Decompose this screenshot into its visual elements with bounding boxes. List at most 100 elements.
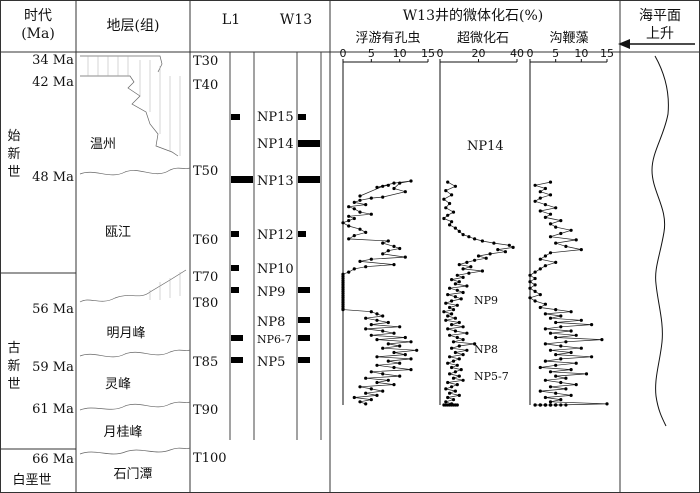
data-point [453,226,457,230]
data-point [341,291,345,296]
data-point [364,376,368,380]
data-point [533,283,537,287]
data-point [543,203,548,207]
data-point [341,283,345,287]
data-point [369,370,373,374]
data-point [444,318,448,322]
svg-text:始: 始 [7,129,20,144]
data-point [579,318,583,322]
w13-marker [298,357,310,363]
data-point [543,312,548,316]
data-point [453,295,457,299]
data-point [446,293,450,297]
data-point [559,231,563,236]
data-point [554,374,558,378]
data-point [538,257,542,261]
data-point [548,251,553,255]
zone-np10: NP10 [257,262,294,277]
data-point [554,320,558,325]
data-point [469,265,473,269]
data-point [451,340,456,344]
data-point [533,199,537,203]
data-point [381,184,385,188]
panel-tick-label: 10 [393,47,407,60]
panel-tick-label: 0 [437,47,444,60]
data-point [484,256,488,260]
panel-title-dino: 沟鞭藻 [549,31,588,46]
data-point [559,380,563,385]
age-48: 48 Ma [32,170,74,185]
data-point [386,342,390,346]
data-point [543,186,548,191]
age-42: 42 Ma [32,75,74,90]
data-point [569,393,573,397]
data-point [507,243,511,247]
formation-shimentan: 石门潭 [113,467,152,482]
age-66: 66 Ma [32,452,74,467]
nanno-label-np9: NP9 [474,294,498,307]
data-point [574,333,578,337]
horizon-t50: T50 [193,164,218,179]
data-point [533,276,537,281]
data-point [492,241,496,245]
data-point [369,387,373,391]
data-point [455,335,459,340]
series-line [342,180,417,405]
data-point [461,338,465,342]
data-point [450,403,454,407]
age-59: 59 Ma [32,360,74,375]
data-point [559,344,563,348]
strata-hatching [87,56,181,300]
zone-np14: NP14 [257,137,294,152]
data-point [465,284,469,288]
data-point [450,299,454,303]
data-point [533,299,537,303]
data-point [369,398,373,402]
data-point [533,270,537,274]
data-point [369,257,373,261]
data-point [538,389,542,393]
data-point [533,403,537,407]
epoch-paleocene: 古 新 世 [7,341,20,392]
svg-text:世: 世 [7,165,20,180]
data-point [533,289,537,293]
panel-tick-label: 5 [368,47,375,60]
data-point [559,325,563,329]
data-point [375,318,379,322]
data-point [548,348,553,352]
data-point [403,353,407,357]
formation-mingyuefeng: 明月峰 [106,326,145,341]
data-point [448,355,452,359]
data-point [392,186,396,191]
l1-marker [231,335,243,341]
data-point [465,260,469,264]
horizon-t100: T100 [193,451,226,466]
data-point [548,400,553,404]
data-point [533,183,537,187]
data-point [455,383,459,387]
svg-text:古: 古 [7,341,20,356]
data-point [375,355,379,359]
data-point [444,206,448,210]
data-point [559,219,563,223]
age-61: 61 Ma [32,402,74,417]
sea-level-curve [651,55,669,427]
panel-tick-label: 0 [340,47,347,60]
formation-lingfeng: 灵峰 [105,377,131,392]
data-point [528,280,532,284]
w13-marker [298,176,320,183]
horizon-t80: T80 [193,296,218,311]
data-point [446,395,450,400]
data-point [538,293,542,297]
data-point [451,398,456,402]
data-point [543,215,548,219]
series-line [529,181,608,406]
data-point [590,323,594,327]
data-point [451,210,456,214]
data-point [352,234,356,238]
data-point [450,323,454,327]
data-point [347,205,351,209]
data-point [450,278,454,282]
